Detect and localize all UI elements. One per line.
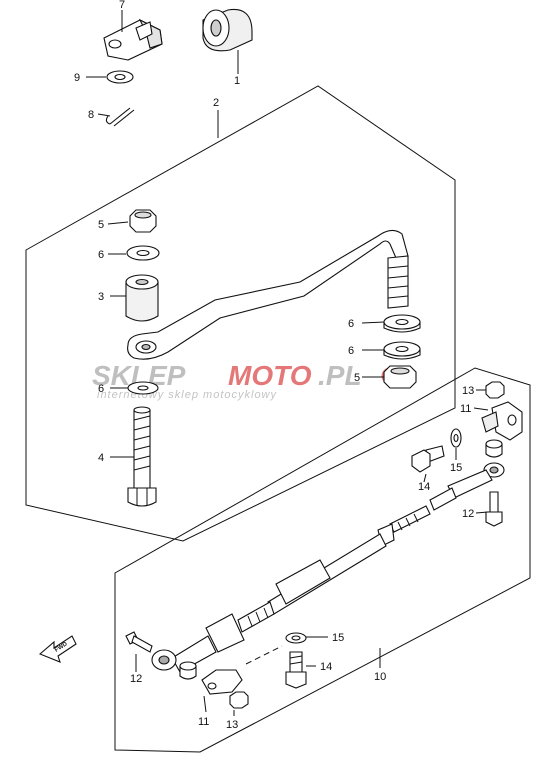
callout-1: 1 bbox=[234, 75, 240, 87]
callout-4: 4 bbox=[98, 452, 104, 464]
part-9-washer bbox=[106, 70, 134, 84]
callout-10: 10 bbox=[374, 671, 386, 683]
callout-6a: 6 bbox=[98, 249, 104, 261]
part-3-collar bbox=[125, 274, 159, 322]
part-13-spacer-lower bbox=[179, 661, 197, 680]
callout-12a: 12 bbox=[462, 508, 474, 520]
callout-6b: 6 bbox=[348, 318, 354, 330]
watermark-brand-3: .PL bbox=[318, 360, 362, 391]
callout-11b: 11 bbox=[198, 716, 209, 728]
callout-8: 8 bbox=[88, 109, 94, 121]
part-13-nut-lower bbox=[229, 691, 249, 709]
callout-5a: 5 bbox=[98, 219, 104, 231]
callout-numbers: 7 1 9 8 2 5 6 3 6 6 5 6 4 13 11 15 14 12… bbox=[74, 0, 474, 731]
callout-13b: 13 bbox=[226, 719, 238, 731]
part-6-washer-left bbox=[126, 245, 160, 261]
part-6-washer-lower bbox=[127, 381, 159, 395]
callout-13a: 13 bbox=[462, 385, 474, 397]
callout-14b: 14 bbox=[320, 661, 332, 673]
part-12-bolt-right bbox=[485, 491, 503, 527]
part-4-bolt bbox=[127, 406, 157, 507]
watermark-brand-2: MOTO bbox=[228, 360, 312, 391]
part-5-nut-left bbox=[129, 209, 157, 233]
fwd-arrow-icon: FWD bbox=[38, 635, 77, 663]
callout-15b: 15 bbox=[332, 632, 344, 644]
callout-6d: 6 bbox=[98, 383, 104, 395]
part-8-cotter-pin bbox=[105, 107, 135, 127]
callout-3: 3 bbox=[98, 291, 104, 303]
callout-15a: 15 bbox=[450, 462, 462, 474]
callout-7: 7 bbox=[119, 0, 125, 11]
part-14-bolt-lower bbox=[285, 651, 307, 689]
callout-11a: 11 bbox=[460, 403, 471, 415]
leader-lines bbox=[86, 10, 489, 716]
callout-5b: 5 bbox=[354, 372, 360, 384]
part-13-nut-upper bbox=[485, 381, 505, 399]
callout-6c: 6 bbox=[348, 345, 354, 357]
callout-12b: 12 bbox=[130, 673, 142, 685]
part-13-spacer-upper bbox=[485, 439, 503, 458]
part-10-cable-assembly bbox=[151, 462, 505, 673]
part-5-nut-right bbox=[383, 365, 417, 389]
part-12-bolt-left bbox=[125, 631, 153, 653]
drag-link-arm bbox=[127, 229, 409, 360]
callout-9: 9 bbox=[74, 72, 80, 84]
assembly-box-2 bbox=[25, 85, 456, 542]
part-15-washer-upper bbox=[450, 428, 462, 448]
watermark-tagline: internetowy sklep motocyklowy bbox=[97, 389, 278, 401]
part-14-bolt-upper bbox=[411, 445, 445, 473]
part-1-bushing bbox=[202, 8, 253, 52]
part-15-washer-lower bbox=[285, 632, 307, 644]
part-6-washer-right-2 bbox=[383, 341, 421, 360]
watermark: SKLEP MOTO .PL internetowy sklep motocyk… bbox=[92, 360, 405, 401]
assembly-box-10 bbox=[114, 367, 531, 753]
part-6-washer-right-1 bbox=[383, 314, 421, 333]
callout-14a: 14 bbox=[418, 481, 430, 493]
callout-2: 2 bbox=[213, 97, 219, 109]
part-7-bracket bbox=[103, 18, 163, 61]
part-11-bracket-lower bbox=[201, 669, 243, 695]
part-11-bracket-upper bbox=[481, 401, 523, 441]
